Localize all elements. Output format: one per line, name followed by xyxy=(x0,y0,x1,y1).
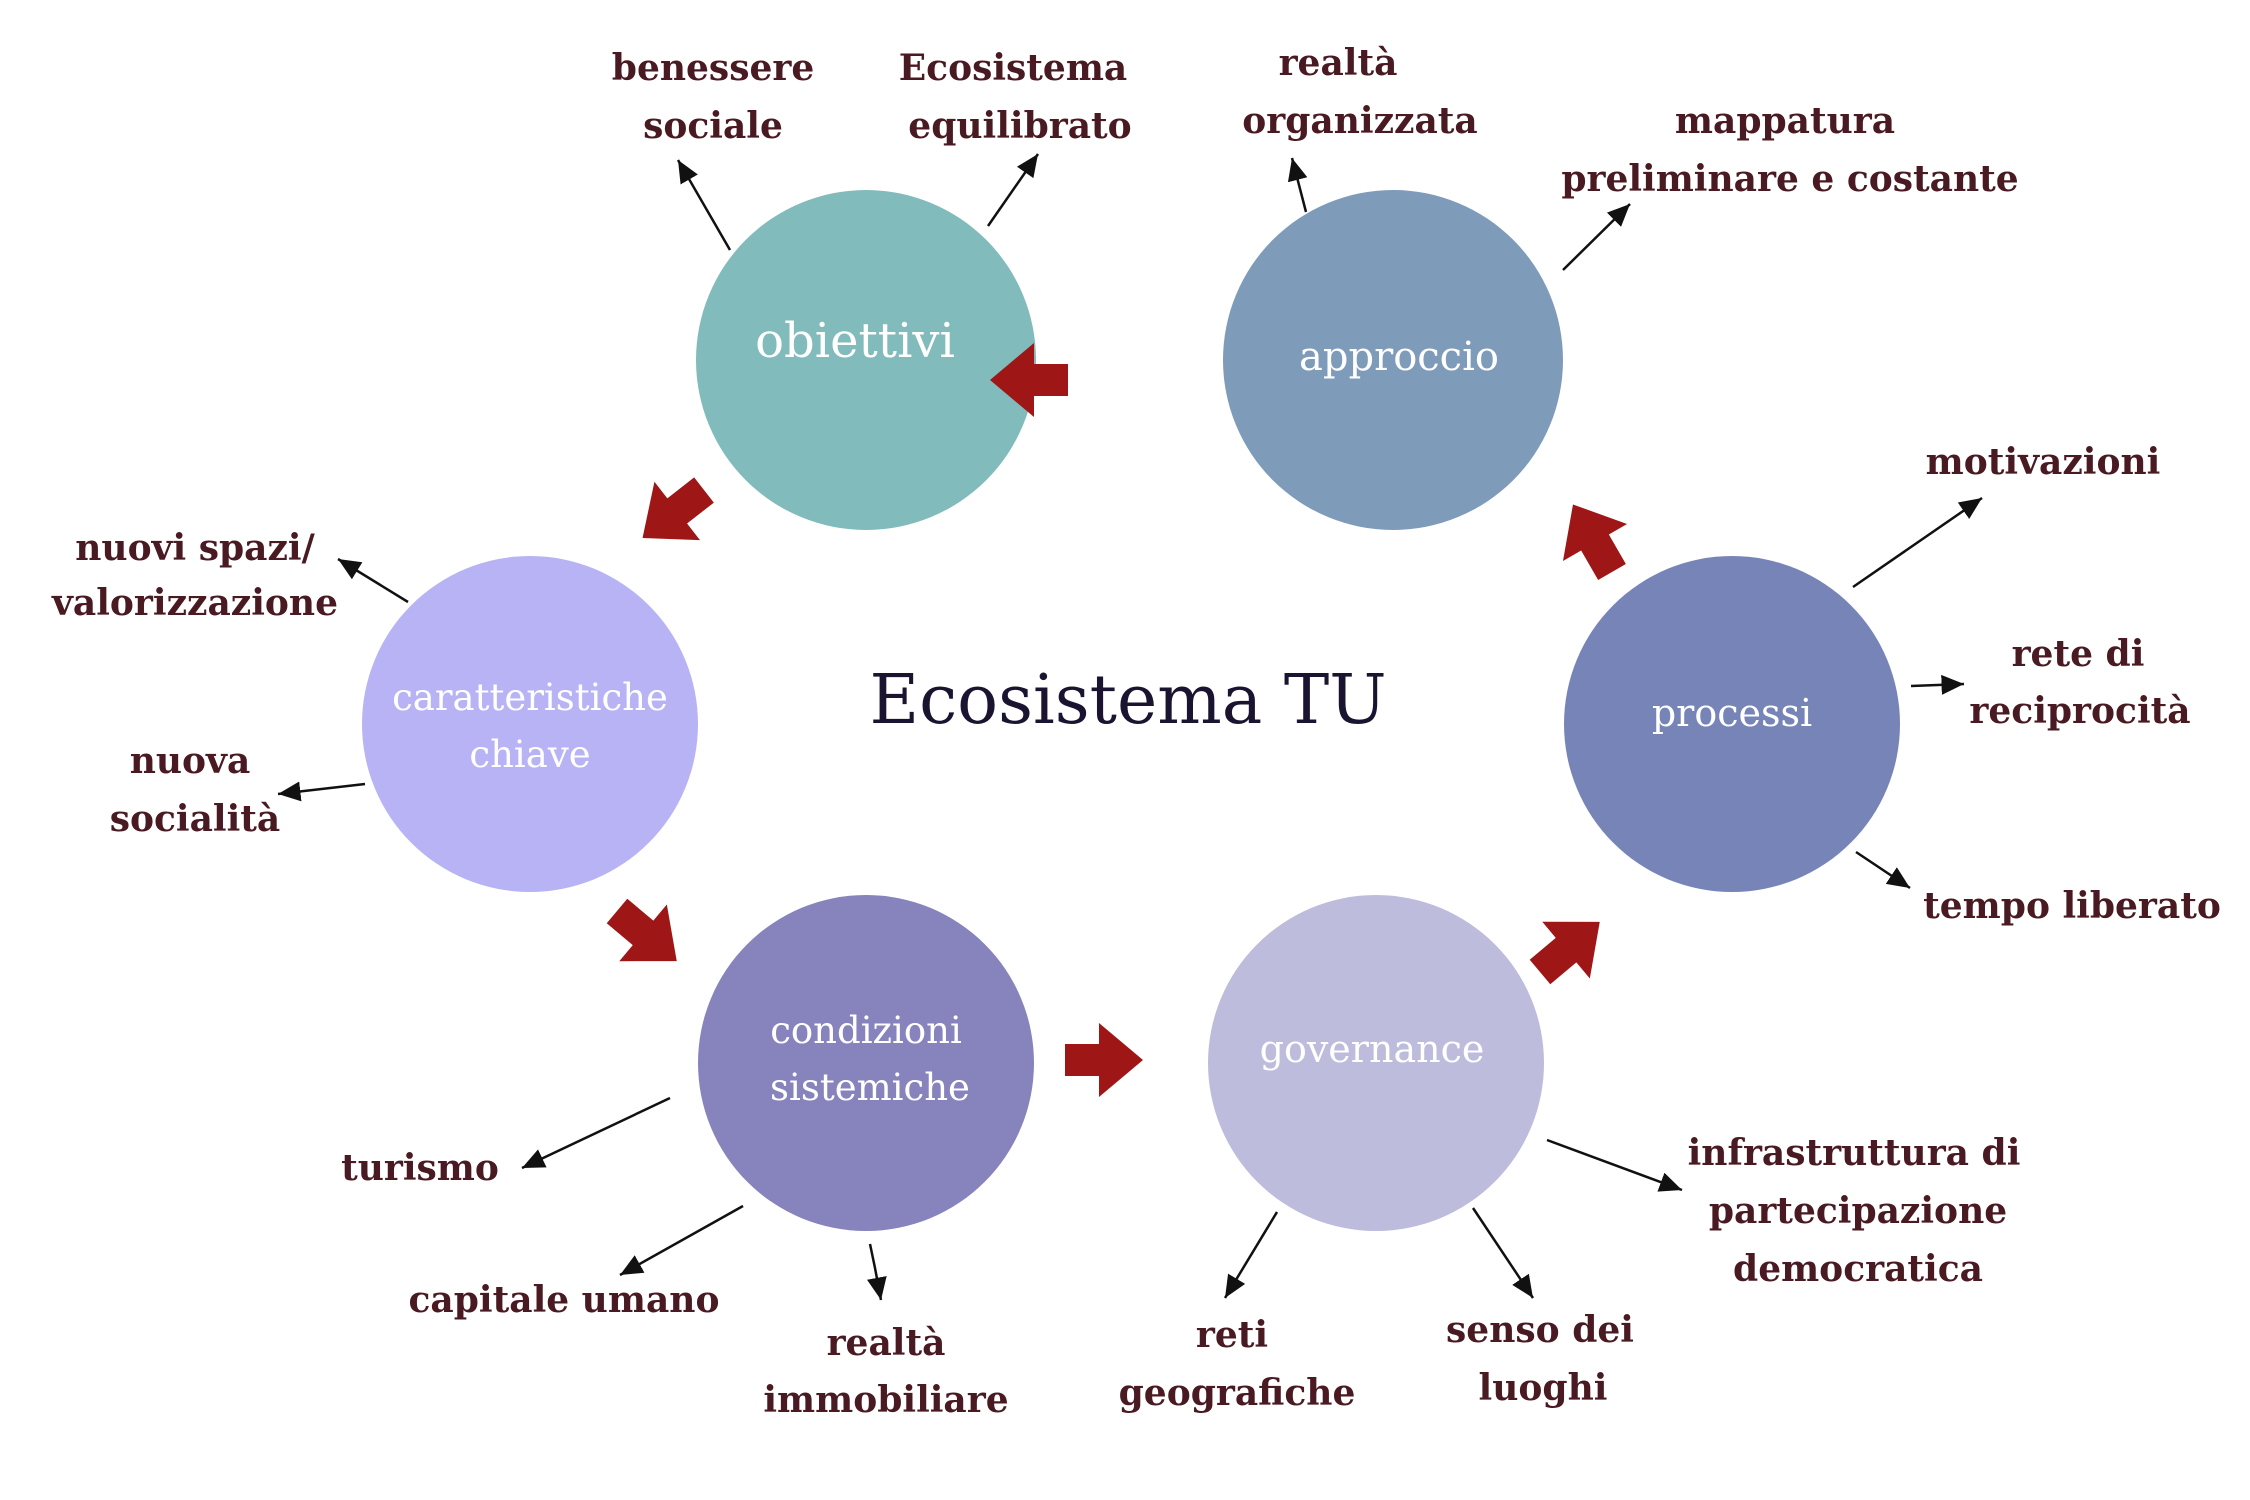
arrow-to-ecosistema-equilibrato xyxy=(986,153,1040,227)
red-arrow-approccio-to-obiettivi xyxy=(990,343,1068,417)
label-nuovi-spazi-line1: nuovi spazi/ xyxy=(75,527,315,569)
arrow-to-nuova-socialita xyxy=(277,781,366,802)
diagram-title: Ecosistema TU xyxy=(869,661,1386,740)
node-governance: governance xyxy=(1208,895,1544,1231)
label-infrastruttura-line1: infrastruttura di xyxy=(1688,1132,2021,1174)
label-nuovi-spazi-line2: valorizzazione xyxy=(51,582,338,624)
node-condizioni-sistemiche: condizioni sistemiche xyxy=(698,895,1034,1231)
label-mappatura-line2: preliminare e costante xyxy=(1561,158,2018,200)
label-reti-geografiche-line2: geografiche xyxy=(1119,1372,1356,1414)
label-tempo-liberato: tempo liberato xyxy=(1923,885,2221,927)
label-rete-reciprocita-line2: reciprocità xyxy=(1969,690,2190,732)
label-nuova-socialita-line2: socialità xyxy=(110,798,281,840)
node-caratteristiche-chiave: caratteristiche chiave xyxy=(362,556,698,892)
arrow-to-nuovi-spazi xyxy=(337,557,409,604)
label-motivazioni: motivazioni xyxy=(1926,441,2161,483)
governance-circle xyxy=(1208,895,1544,1231)
arrow-to-mappatura xyxy=(1562,203,1631,271)
arrow-to-capitale-umano xyxy=(619,1204,744,1277)
red-arrow-obiettivi-to-caratteristiche xyxy=(642,477,714,541)
processi-circle xyxy=(1564,556,1900,892)
label-turismo: turismo xyxy=(341,1147,499,1189)
label-benessere-sociale-line1: benessere xyxy=(612,47,814,89)
caratteristiche-label-line1: caratteristiche xyxy=(392,676,668,719)
arrow-to-rete-reciprocita xyxy=(1910,674,1965,695)
governance-label: governance xyxy=(1260,1027,1485,1071)
label-realta-immobiliare-line1: realtà xyxy=(827,1322,946,1364)
arrow-to-reti-geografiche xyxy=(1223,1211,1279,1299)
label-senso-dei-luoghi-line1: senso dei xyxy=(1446,1309,1634,1351)
red-arrow-condizioni-to-governance xyxy=(1065,1023,1143,1097)
label-realta-organizzata-line1: realtà xyxy=(1279,42,1398,84)
caratteristiche-circle xyxy=(362,556,698,892)
arrow-to-turismo xyxy=(521,1096,671,1170)
cycle-arrows xyxy=(606,343,1628,1097)
condizioni-label-line2: sistemiche xyxy=(770,1066,970,1109)
label-mappatura-line1: mappatura xyxy=(1675,100,1895,142)
label-realta-immobiliare-line2: immobiliare xyxy=(763,1379,1008,1421)
arrow-to-realta-immobiliare xyxy=(867,1243,887,1301)
approccio-label: approccio xyxy=(1299,334,1499,380)
arrow-to-motivazioni xyxy=(1852,496,1983,589)
arrow-to-realta-organizzata xyxy=(1287,157,1308,213)
arrow-to-benessere-sociale xyxy=(676,159,732,251)
approccio-circle xyxy=(1223,190,1563,530)
red-arrow-processi-to-approccio xyxy=(1562,504,1628,580)
red-arrow-governance-to-processi xyxy=(1529,921,1600,985)
label-capitale-umano: capitale umano xyxy=(409,1279,720,1321)
caratteristiche-label-line2: chiave xyxy=(469,733,590,776)
obiettivi-label: obiettivi xyxy=(755,313,955,369)
label-infrastruttura-line2: partecipazione xyxy=(1709,1190,2007,1232)
arrow-to-tempo-liberato xyxy=(1855,850,1911,890)
condizioni-circle xyxy=(698,895,1034,1231)
label-nuova-socialita-line1: nuova xyxy=(130,740,251,782)
label-ecosistema-equilibrato-line2: equilibrato xyxy=(908,105,1131,147)
branch-labels: benessere sociale Ecosistema equilibrato… xyxy=(51,42,2221,1421)
processi-label: processi xyxy=(1652,691,1812,735)
label-realta-organizzata-line2: organizzata xyxy=(1242,100,1478,142)
label-rete-reciprocita-line1: rete di xyxy=(2012,633,2145,675)
node-obiettivi: obiettivi xyxy=(696,190,1036,530)
node-processi: processi xyxy=(1564,556,1900,892)
label-senso-dei-luoghi-line2: luoghi xyxy=(1479,1367,1608,1409)
condizioni-label-line1: condizioni xyxy=(770,1009,962,1052)
arrow-to-infrastruttura xyxy=(1546,1138,1683,1192)
node-approccio: approccio xyxy=(1223,190,1563,530)
red-arrow-caratteristiche-to-condizioni xyxy=(606,898,677,962)
label-benessere-sociale-line2: sociale xyxy=(643,105,783,147)
label-reti-geografiche-line1: reti xyxy=(1196,1314,1268,1356)
label-ecosistema-equilibrato-line1: Ecosistema xyxy=(899,47,1128,89)
label-infrastruttura-line3: democratica xyxy=(1733,1248,1983,1290)
arrow-to-senso-dei-luoghi xyxy=(1471,1207,1535,1299)
branch-arrows xyxy=(277,153,1983,1301)
obiettivi-circle xyxy=(696,190,1036,530)
